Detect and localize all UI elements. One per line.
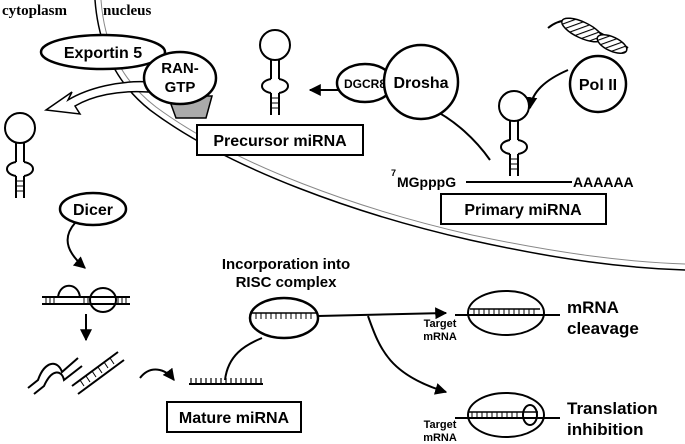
dicer-product-duplex xyxy=(42,284,130,313)
dna-double-helix xyxy=(547,17,629,55)
cleavage-label-line2: cleavage xyxy=(567,319,639,338)
risc-label-line1: Incorporation into xyxy=(222,256,350,273)
precursor-mirna-box xyxy=(196,124,364,156)
translation-complex xyxy=(455,392,560,438)
ran-gtp-label-line1: RAN- xyxy=(161,60,199,77)
exportin-5-label: Exportin 5 xyxy=(64,45,142,62)
risc-label-line2: RISC complex xyxy=(236,274,338,291)
dgcr8-label: DGCR8 xyxy=(344,77,386,91)
translation-label-line2: inhibition xyxy=(567,420,643,439)
translation-label-line1: Translation xyxy=(567,399,658,418)
cytoplasmic-precursor-hairpin xyxy=(4,112,36,199)
mature-mirna-label: Mature miRNA xyxy=(179,410,290,427)
unwound-strands xyxy=(27,351,125,395)
drosha-oval xyxy=(382,43,460,121)
primary-mirna-hairpin xyxy=(498,90,530,177)
drosha-label: Drosha xyxy=(393,75,448,92)
cleavage-label-line1: mRNA xyxy=(567,298,619,317)
pol-ii-oval xyxy=(568,54,628,114)
cap-label: MGpppG xyxy=(397,174,456,190)
nucleus-label: nucleus xyxy=(103,3,152,19)
cleavage-target-line2: mRNA xyxy=(423,331,457,343)
ran-gtp-oval xyxy=(142,50,218,106)
cap-superscript: 7 xyxy=(391,168,396,178)
nuclear-envelope xyxy=(94,0,685,271)
export-arrow xyxy=(43,80,151,115)
cytoplasm-label: cytoplasm xyxy=(2,3,68,19)
ran-gtp-label-line2: GTP xyxy=(165,79,196,96)
mature-mirna-strand xyxy=(189,378,263,385)
dicer-oval xyxy=(58,191,128,227)
translation-target-line2: mRNA xyxy=(423,432,457,444)
cleavage-complex xyxy=(455,290,560,336)
nuclear-precursor-hairpin xyxy=(259,29,291,116)
primary-mirna-label: Primary miRNA xyxy=(464,202,582,219)
risc-complex-oval xyxy=(248,296,320,340)
exportin-5-oval xyxy=(39,33,167,71)
mature-mirna-box xyxy=(166,401,302,433)
translation-target-line1: Target xyxy=(424,419,457,431)
polya-label: AAAAAA xyxy=(573,174,634,190)
cleavage-target-line1: Target xyxy=(424,318,457,330)
pol-ii-label: Pol II xyxy=(579,77,617,94)
precursor-mirna-label: Precursor miRNA xyxy=(213,133,347,150)
dicer-label: Dicer xyxy=(73,202,113,219)
primary-mirna-box xyxy=(440,193,607,225)
